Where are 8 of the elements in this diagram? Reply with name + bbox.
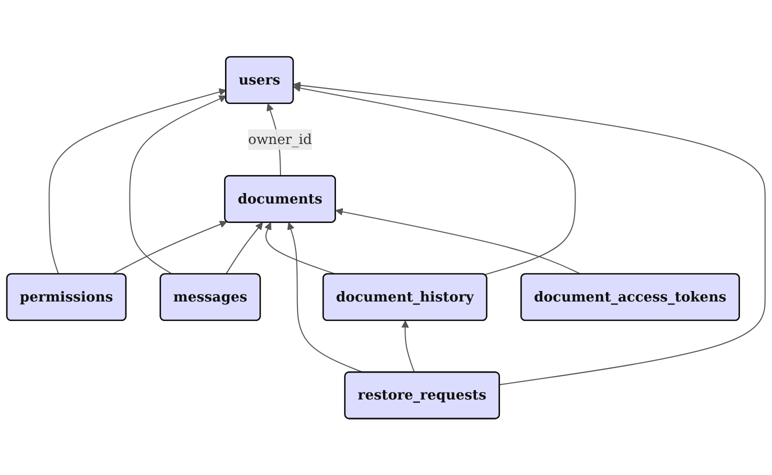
edge-label: owner_id [248,130,312,148]
arrow [293,84,576,275]
arrow [48,88,226,274]
arrow [401,320,415,372]
arrow [112,220,228,275]
arrow [293,81,766,385]
arrow [225,222,263,274]
arrow [129,95,226,275]
